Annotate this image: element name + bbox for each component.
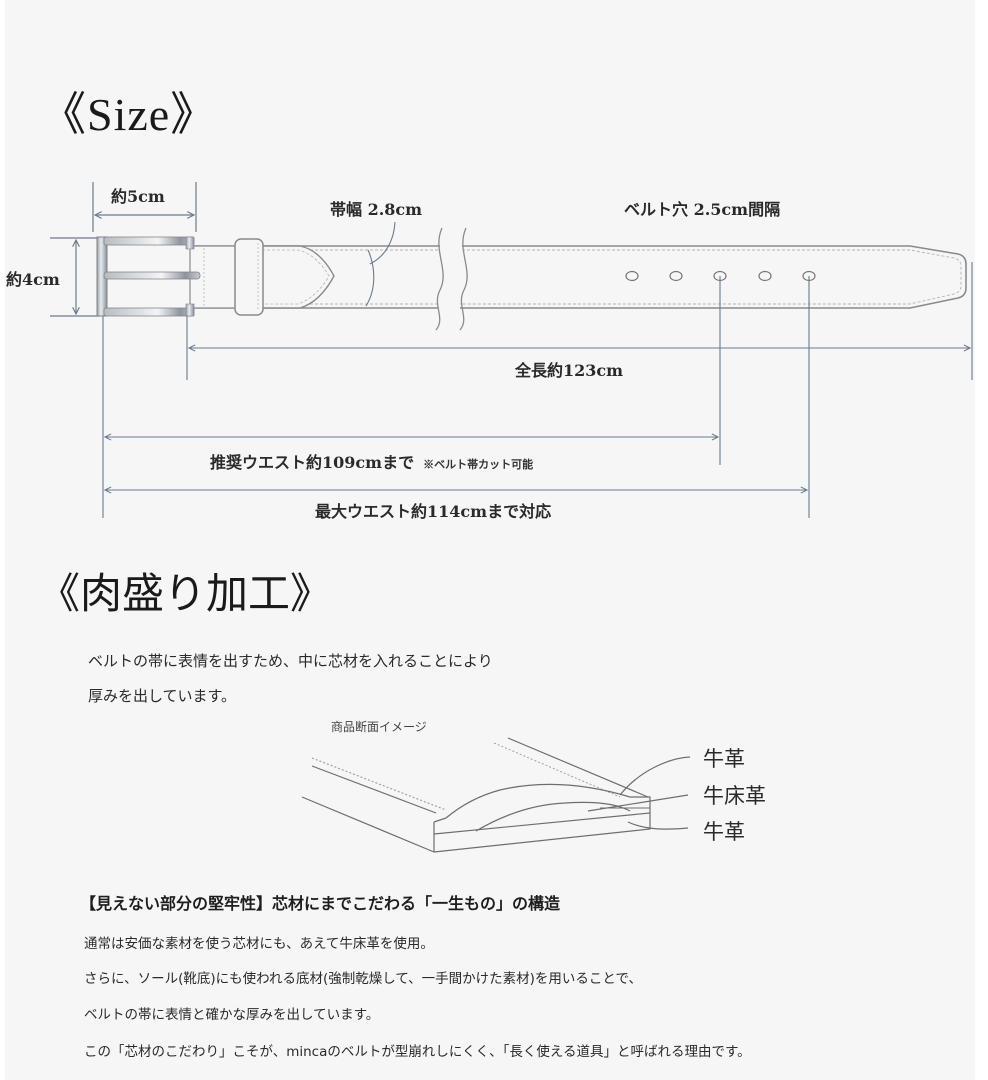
recommended-waist-label: 推奨ウエスト約109cmまで	[210, 453, 415, 472]
buckle-width-dimension	[92, 182, 197, 232]
buckle-width-label: 約5cm	[111, 187, 165, 206]
recommended-waist-label-group: 推奨ウエスト約109cmまで ※ベルト帯カット可能	[210, 449, 533, 473]
belt-hole-1	[625, 270, 639, 282]
structure-paragraph-3: ベルトの帯に表情と確かな厚みを出しています。	[84, 1007, 380, 1023]
strap-width-label: 帯幅 2.8cm	[330, 200, 423, 219]
layer-label-bottom-leather: 牛革	[703, 820, 745, 844]
buckle	[96, 236, 201, 317]
intro-line-1: ベルトの帯に表情を出すため、中に芯材を入れることにより	[88, 652, 493, 670]
layer-label-split-leather: 牛床革	[703, 784, 766, 808]
size-section-title: 《Size》	[40, 89, 218, 140]
belt-keeper-loop	[234, 238, 264, 316]
buckle-height-dimension	[50, 237, 100, 317]
structure-paragraph-2: さらに、ソール(靴底)にも使われる底材(強制乾燥して、一手間かけた素材)を用いる…	[84, 971, 642, 987]
belt-strap	[189, 221, 967, 331]
max-waist-label: 最大ウエスト約114cmまで対応	[315, 502, 552, 521]
layer-label-top-leather: 牛革	[703, 747, 745, 771]
total-length-label: 全長約123cm	[515, 361, 624, 380]
recommended-waist-note: ※ベルト帯カット可能	[423, 458, 534, 471]
structure-heading: 【見えない部分の堅牢性】芯材にまでこだわる「一生もの」の構造	[80, 894, 561, 913]
cross-section-caption: 商品断面イメージ	[331, 720, 427, 734]
content-panel	[5, 0, 975, 1080]
intro-line-2: 厚みを出しています。	[88, 687, 237, 705]
buckle-height-label: 約4cm	[6, 270, 60, 289]
belt-size-diagram	[50, 182, 973, 518]
structure-paragraph-1: 通常は安価な素材を使う芯材にも、あえて牛床革を使用。	[84, 936, 434, 952]
belt-hole-2	[669, 270, 683, 282]
nikumori-section-title: 《肉盛り加工》	[38, 569, 333, 618]
structure-paragraph-4: この「芯材のこだわり」こそが、mincaのベルトが型崩れしにくく、「長く使える道…	[84, 1044, 751, 1060]
extension-lines	[102, 262, 973, 518]
belt-hole-4	[758, 270, 772, 282]
hole-spacing-label: ベルト穴 2.5cm間隔	[624, 200, 781, 219]
